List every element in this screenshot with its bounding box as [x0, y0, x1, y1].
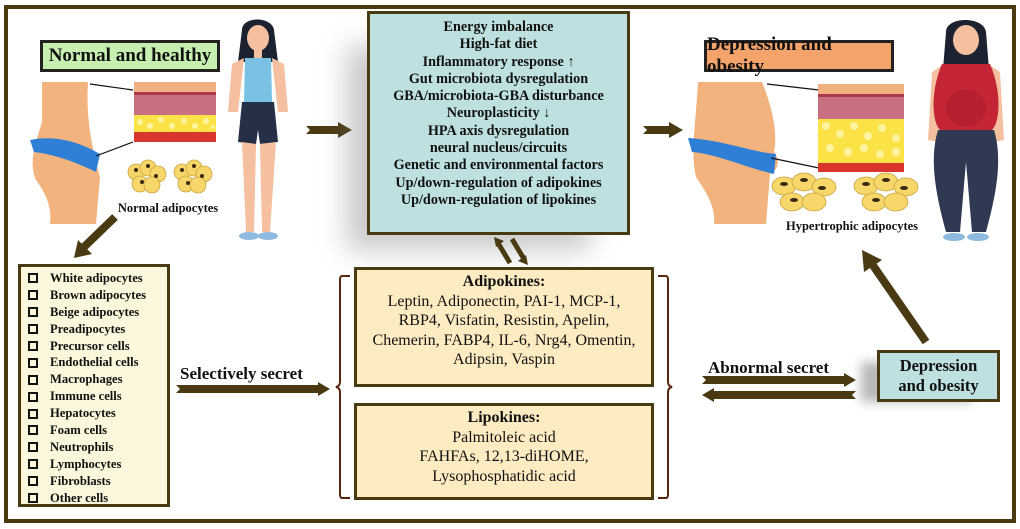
normal-adipocytes-caption: Normal adipocytes — [117, 201, 219, 215]
factor-item: Gut microbiota dysregulation — [408, 70, 589, 87]
checkbox-icon — [28, 425, 38, 436]
factor-item: Genetic and environmental factors — [393, 157, 604, 174]
list-item: Fibroblasts — [28, 473, 167, 490]
depression-obesity-outcome-box: Depression and obesity — [877, 350, 1000, 402]
checkbox-icon — [28, 341, 38, 351]
checkbox-icon — [28, 374, 38, 385]
normal-adipocytes-illustration — [127, 159, 213, 194]
outcome-line: and obesity — [898, 376, 979, 395]
factor-item: HPA axis dysregulation — [427, 122, 570, 139]
hypertrophic-adipocytes-illustration — [771, 172, 919, 212]
left-brace-icon — [335, 275, 350, 499]
arrow-right-icon — [643, 122, 683, 138]
list-item: Preadipocytes — [28, 321, 167, 338]
lipokines-line: Lysophosphatidic acid — [432, 467, 576, 485]
adipokines-line: Adipsin, Vaspin — [453, 351, 555, 369]
bidirectional-arrows-icon — [494, 237, 528, 265]
checkbox-icon — [28, 357, 38, 368]
zoom-line-icon — [89, 83, 134, 157]
healthy-woman-illustration — [228, 19, 288, 240]
arrow-down-left-icon — [74, 214, 118, 258]
lipokines-line: FAHFAs, 12,13-diHOME, — [419, 448, 589, 466]
list-item: Brown adipocytes — [28, 287, 167, 304]
factor-item: GBA/microbiota-GBA disturbance — [393, 88, 604, 105]
checkbox-icon — [28, 391, 38, 402]
abnormal-secret-label: Abnormal secret — [708, 358, 830, 377]
right-brace-icon — [658, 275, 673, 499]
list-item: Beige adipocytes — [28, 304, 167, 321]
arrow-right-icon — [702, 373, 856, 387]
adipokines-line: RBP4, Visfatin, Resistin, Apelin, — [398, 312, 610, 330]
list-item: Macrophages — [28, 371, 167, 388]
checkbox-icon — [28, 493, 38, 504]
healthy-torso-illustration — [30, 82, 100, 224]
checkbox-icon — [28, 459, 38, 470]
adipokines-line: Chemerin, FABP4, IL-6, Nrg4, Omentin, — [372, 331, 636, 349]
factor-item: High-fat diet — [459, 36, 538, 53]
list-item: Hepatocytes — [28, 405, 167, 422]
factor-item: Neuroplasticity ↓ — [446, 105, 551, 122]
outcome-line: Depression — [899, 356, 978, 375]
checkbox-icon — [28, 442, 38, 453]
factor-item: neural nucleus/circuits — [429, 140, 568, 157]
checkbox-icon — [28, 290, 38, 301]
checkbox-icon — [28, 307, 38, 318]
checkbox-icon — [28, 408, 38, 419]
list-item: Foam cells — [28, 422, 167, 439]
factor-item: Energy imbalance — [443, 19, 554, 35]
list-item: White adipocytes — [28, 270, 167, 287]
arrow-left-icon — [702, 388, 856, 402]
selectively-secret-label: Selectively secret — [180, 364, 303, 383]
checkbox-icon — [28, 324, 38, 335]
list-item: Endothelial cells — [28, 354, 167, 371]
cell-types-list: White adipocytes Brown adipocytes Beige … — [18, 264, 170, 507]
diagram-frame — [4, 5, 1016, 523]
adipokines-box: Adipokines: Leptin, Adiponectin, PAI-1, … — [354, 267, 654, 387]
healthy-skin-layers-illustration — [134, 82, 216, 142]
lipokines-box: Lipokines: Palmitoleic acid FAHFAs, 12,1… — [354, 403, 654, 500]
zoom-line-icon — [766, 83, 820, 169]
hypertrophic-adipocytes-caption: Hypertrophic adipocytes — [785, 219, 919, 233]
checkbox-icon — [28, 476, 38, 487]
adipokines-title: Adipokines: — [462, 273, 546, 290]
adipokines-line: Leptin, Adiponectin, PAI-1, MCP-1, — [387, 292, 621, 310]
factor-item: Inflammatory response ↑ — [422, 53, 575, 70]
lipokines-line: Palmitoleic acid — [452, 428, 556, 446]
checkbox-icon — [28, 273, 38, 284]
depression-obesity-label: Depression and obesity — [704, 34, 894, 77]
arrow-right-icon — [176, 382, 330, 396]
arrow-right-icon — [306, 122, 352, 138]
obese-woman-illustration — [928, 20, 1004, 241]
factor-item: Up/down-regulation of adipokines — [395, 174, 602, 191]
contributing-factors-box: Energy imbalance High-fat diet Inflammat… — [367, 11, 630, 235]
list-item: Immune cells — [28, 388, 167, 405]
factor-item: Up/down-regulation of lipokines — [400, 191, 597, 208]
list-item: Other cells — [28, 490, 167, 507]
list-item: Precursor cells — [28, 338, 167, 355]
arrow-up-left-icon — [862, 250, 930, 345]
obese-torso-illustration — [688, 82, 778, 224]
normal-healthy-label: Normal and healthy — [40, 40, 220, 72]
lipokines-title: Lipokines: — [467, 409, 541, 426]
list-item: Lymphocytes — [28, 456, 167, 473]
list-item: Neutrophils — [28, 439, 167, 456]
obese-skin-layers-illustration — [818, 84, 904, 172]
